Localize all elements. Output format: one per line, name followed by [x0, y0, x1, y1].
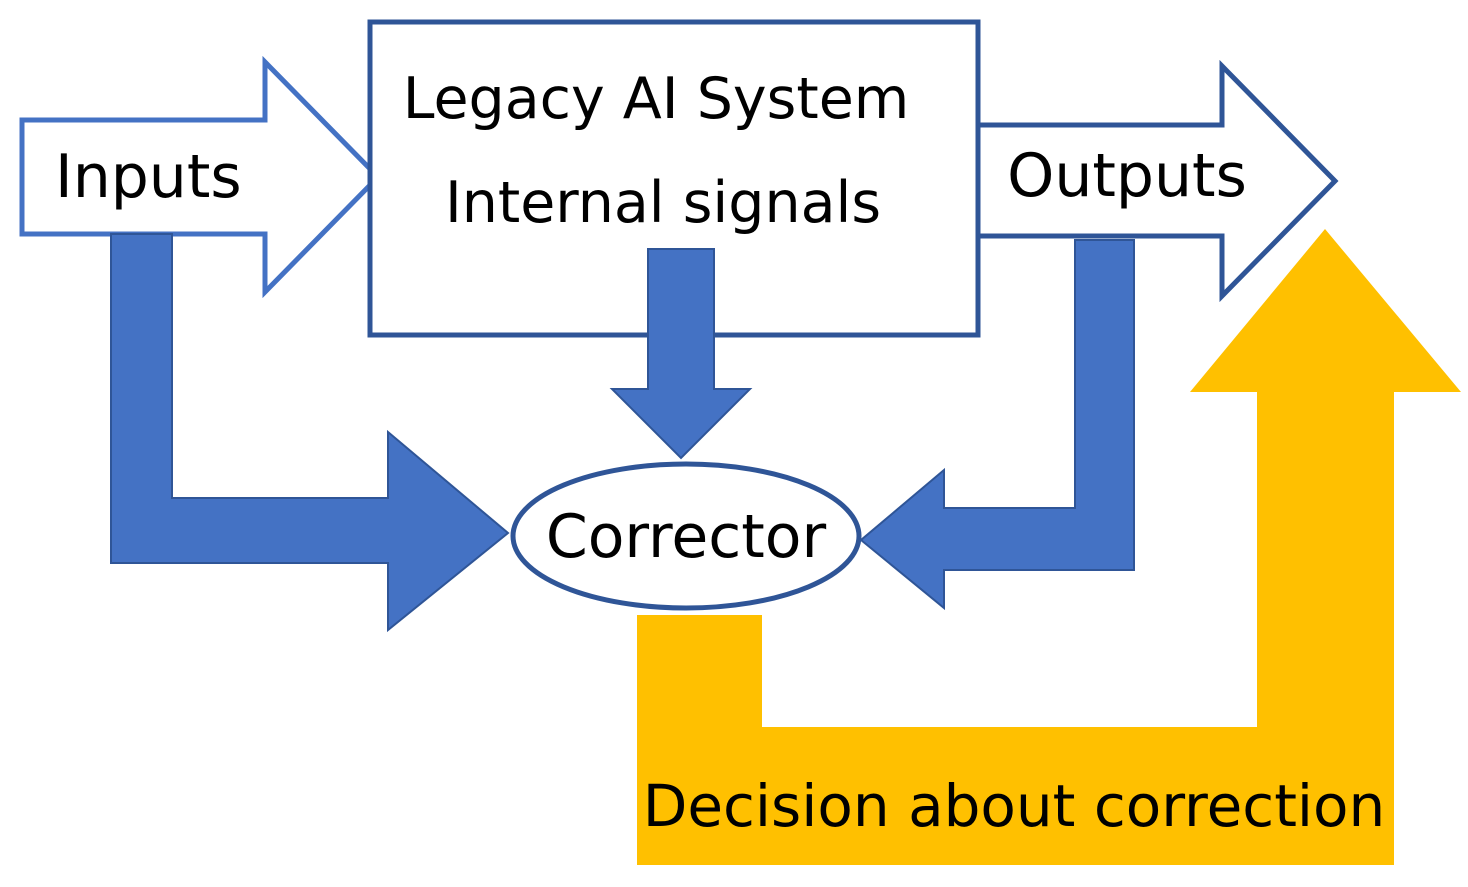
inputs-arrow	[19, 55, 382, 299]
corrector-label: Corrector	[546, 502, 827, 572]
internal-signals-label: Internal signals	[445, 170, 881, 236]
legacy-ai-system-title: Legacy AI System	[403, 66, 910, 132]
corrector-node	[510, 461, 862, 611]
inputs-label: Inputs	[55, 142, 242, 212]
outputs-label: Outputs	[1007, 141, 1247, 211]
inputs-to-corrector-arrow	[110, 233, 510, 633]
decision-feedback-arrow	[637, 229, 1461, 865]
internal-signals-to-corrector-arrow	[609, 248, 753, 460]
outputs-arrow	[975, 59, 1339, 303]
decision-label: Decision about correction	[643, 772, 1386, 840]
outputs-to-corrector-arrow	[859, 239, 1135, 611]
